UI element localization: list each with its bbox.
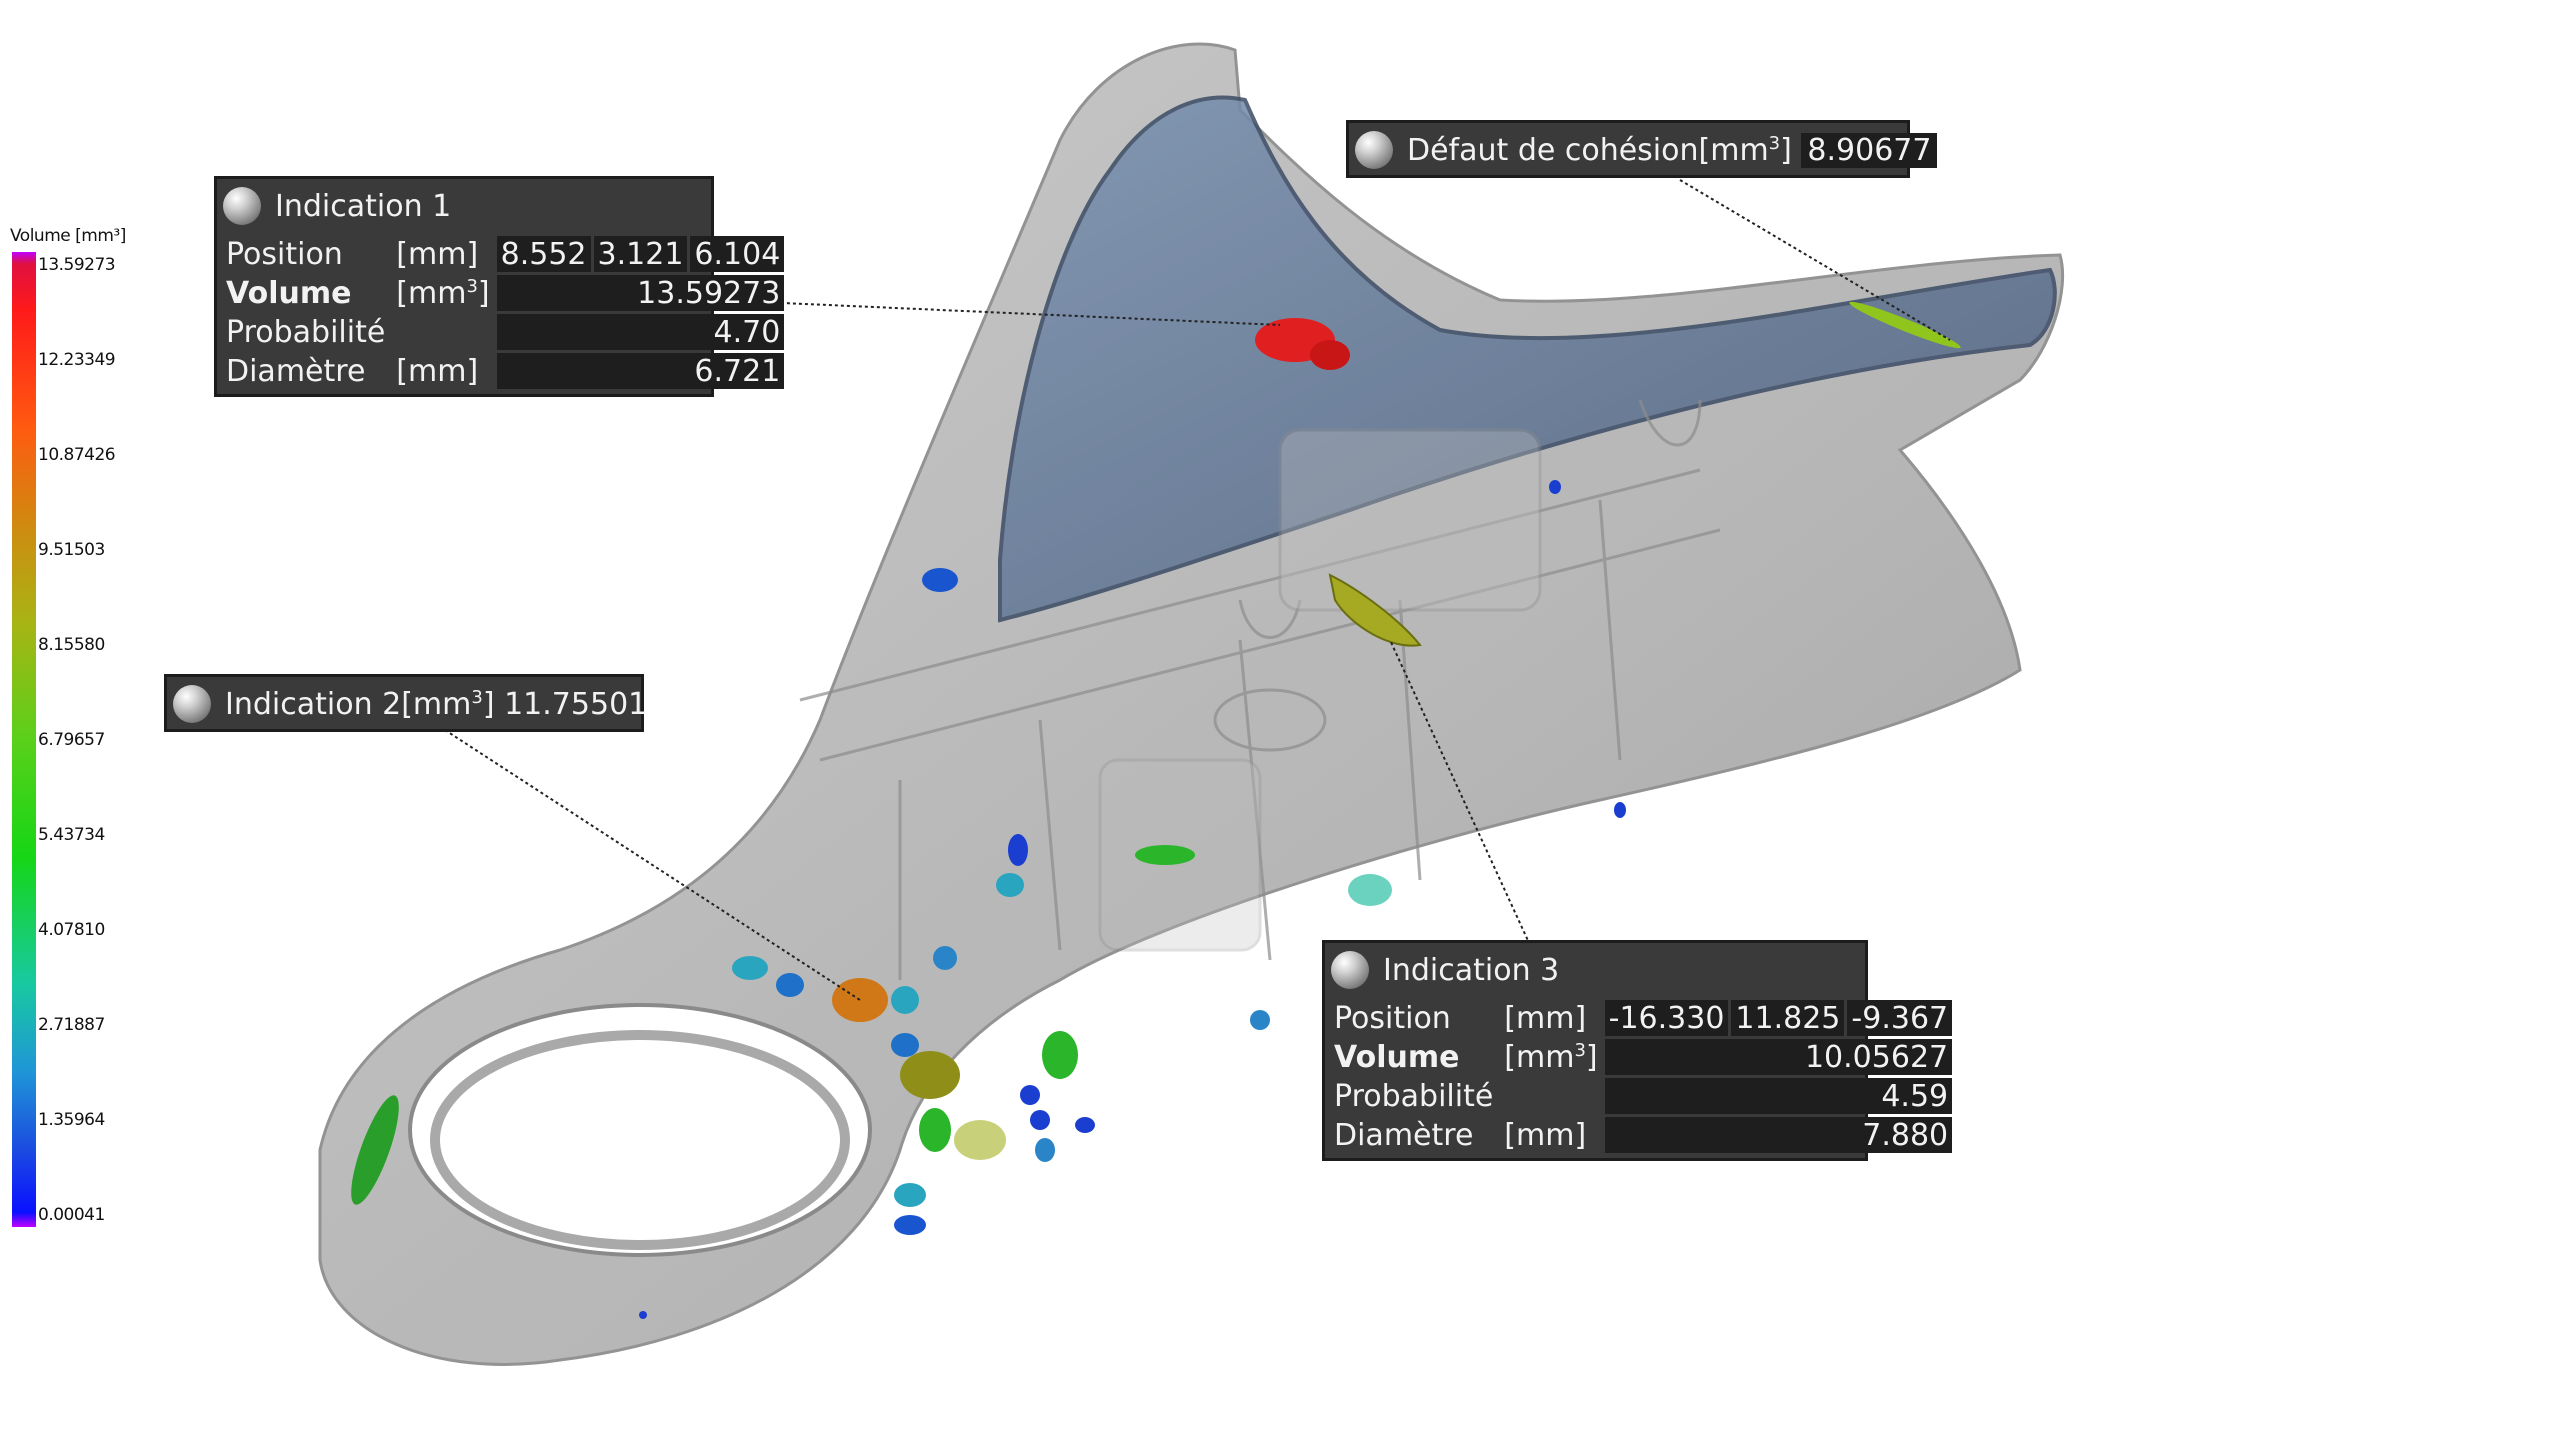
annotation-defaut-cohesion[interactable]: Défaut de cohésion [mm3] 8.90677 xyxy=(1346,120,1938,178)
annotation-indication-1[interactable]: Indication 1 Position [mm] 8.552 3.121 6… xyxy=(214,176,785,397)
row-label: Probabilité xyxy=(1334,1078,1494,1114)
upper-cavity xyxy=(998,95,2057,623)
sphere-icon xyxy=(1331,951,1369,989)
diameter-value: 7.880 xyxy=(1604,1117,1953,1153)
sphere-icon xyxy=(173,685,211,723)
row-label: Probabilité xyxy=(226,314,386,350)
probability-value: 4.70 xyxy=(496,314,785,350)
row-unit: [mm] xyxy=(1504,1000,1587,1036)
ring-inner-wall xyxy=(430,1030,850,1250)
probability-value: 4.59 xyxy=(1604,1078,1953,1114)
legend-tick: 6.79657 xyxy=(38,730,105,750)
annotation-title: Indication 2 xyxy=(225,686,402,722)
row-unit: [mm3] xyxy=(1504,1039,1598,1075)
legend-tick: 8.15580 xyxy=(38,635,105,655)
volume-value: 10.05627 xyxy=(1604,1039,1953,1075)
position-x: -16.330 xyxy=(1604,1000,1729,1036)
volume-value: 13.59273 xyxy=(496,275,785,311)
row-label: Volume xyxy=(226,275,352,311)
defects xyxy=(351,301,1961,1319)
row-unit: [mm] xyxy=(1504,1117,1587,1153)
position-y: 11.825 xyxy=(1731,1000,1845,1036)
legend-tick: 1.35964 xyxy=(38,1110,105,1130)
legend-tick: 9.51503 xyxy=(38,540,105,560)
annotation-value: [mm3] 8.90677 xyxy=(1699,132,1938,168)
leader-lines xyxy=(444,179,1951,1001)
color-scale-bar xyxy=(12,252,36,1227)
sphere-icon xyxy=(1355,131,1393,169)
legend-tick: 5.43734 xyxy=(38,825,105,845)
annotation-title: Indication 1 xyxy=(275,188,452,224)
row-unit: [mm3] xyxy=(396,275,490,311)
row-label: Position xyxy=(226,236,343,272)
row-label: Position xyxy=(1334,1000,1451,1036)
annotation-indication-2[interactable]: Indication 2 [mm3] 11.75501 xyxy=(164,674,648,732)
row-label: Diamètre xyxy=(1334,1117,1474,1153)
position-z: -9.367 xyxy=(1847,1000,1953,1036)
legend-tick: 13.59273 xyxy=(38,255,116,275)
annotation-title: Indication 3 xyxy=(1383,952,1560,988)
sphere-icon xyxy=(223,187,261,225)
legend-tick: 0.00041 xyxy=(38,1205,105,1225)
position-x: 8.552 xyxy=(496,236,591,272)
annotation-title: Défaut de cohésion xyxy=(1407,132,1699,168)
legend-tick: 10.87426 xyxy=(38,445,116,465)
annotation-indication-3[interactable]: Indication 3 Position [mm] -16.330 11.82… xyxy=(1322,940,1953,1161)
annotation-value: [mm3] 11.75501 xyxy=(401,686,648,722)
legend-tick: 4.07810 xyxy=(38,920,105,940)
legend-tick: 2.71887 xyxy=(38,1015,105,1035)
diameter-value: 6.721 xyxy=(496,353,785,389)
row-label: Volume xyxy=(1334,1039,1460,1075)
position-y: 3.121 xyxy=(593,236,688,272)
ring-hole xyxy=(408,1003,872,1257)
position-z: 6.104 xyxy=(690,236,785,272)
row-unit: [mm] xyxy=(396,353,479,389)
legend-tick: 12.23349 xyxy=(38,350,116,370)
row-unit: [mm] xyxy=(396,236,479,272)
row-label: Diamètre xyxy=(226,353,366,389)
legend-title: Volume [mm³] xyxy=(10,226,126,246)
